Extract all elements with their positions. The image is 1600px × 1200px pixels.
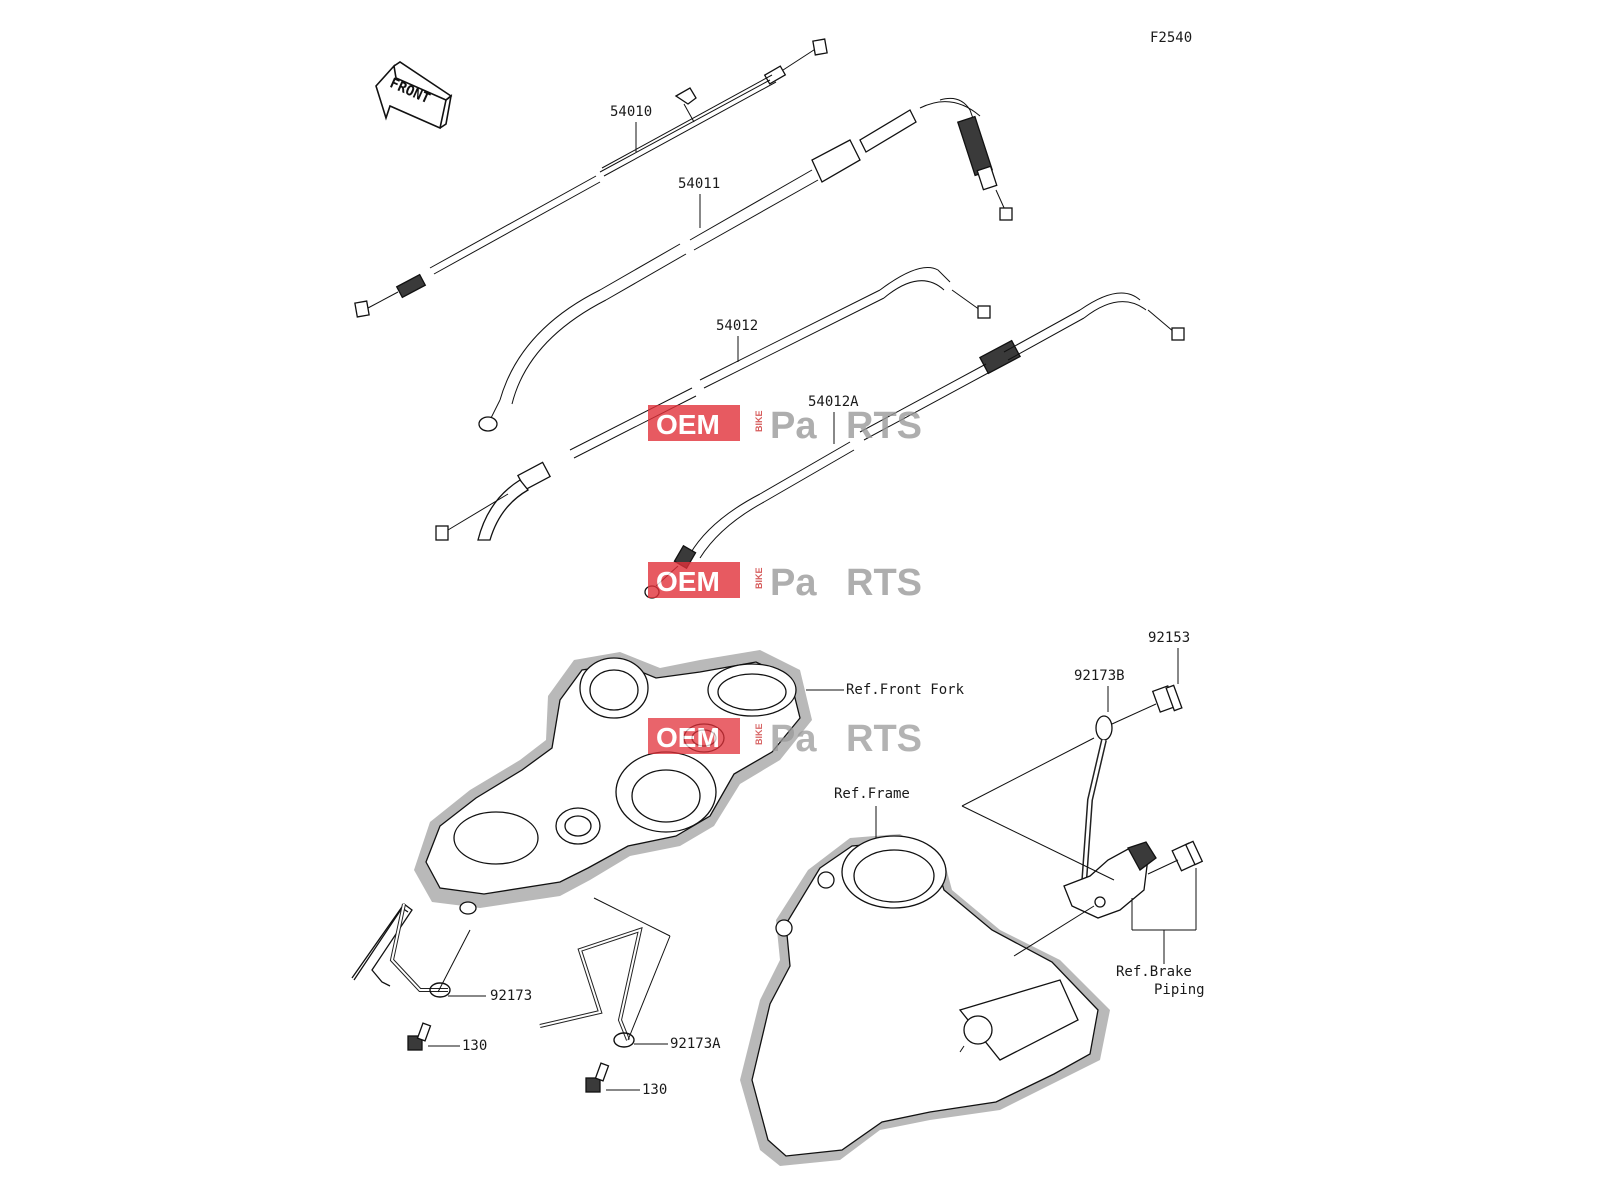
bolt-92153 bbox=[1151, 684, 1183, 713]
watermark-3: OEM BIKE Pa RTS bbox=[648, 718, 922, 760]
svg-text:BIKE: BIKE bbox=[754, 410, 764, 432]
ref-brake-piping-line1: Ref.Brake bbox=[1116, 964, 1192, 980]
part-label-54012: 54012 bbox=[716, 318, 758, 334]
svg-text:RTS: RTS bbox=[846, 562, 922, 604]
bolt-130-left bbox=[407, 1022, 432, 1051]
svg-text:RTS: RTS bbox=[846, 718, 922, 760]
part-label-130-left: 130 bbox=[462, 1038, 487, 1054]
svg-text:Pa: Pa bbox=[770, 562, 817, 604]
ref-frame: Ref.Frame bbox=[834, 786, 910, 802]
svg-text:BIKE: BIKE bbox=[754, 567, 764, 589]
cable-54011 bbox=[478, 97, 1013, 432]
part-label-92153: 92153 bbox=[1148, 630, 1190, 646]
ref-brake-piping-line2: Piping bbox=[1154, 982, 1205, 998]
watermark-1: OEM BIKE Pa RTS bbox=[648, 405, 922, 447]
part-label-92173A: 92173A bbox=[670, 1036, 721, 1052]
part-label-54010: 54010 bbox=[610, 104, 652, 120]
wire-clamp-92173 bbox=[351, 903, 451, 998]
diagram-code: F2540 bbox=[1150, 30, 1192, 46]
ref-front-fork: Ref.Front Fork bbox=[846, 682, 965, 698]
triple-clamp bbox=[414, 650, 844, 915]
svg-text:RTS: RTS bbox=[846, 405, 922, 447]
part-label-54011: 54011 bbox=[678, 176, 720, 192]
watermark-2: OEM BIKE Pa RTS bbox=[648, 562, 922, 604]
clamp-92173B bbox=[1081, 715, 1113, 885]
svg-text:Pa: Pa bbox=[770, 718, 817, 760]
part-label-54012A: 54012A bbox=[808, 394, 859, 410]
front-arrow-icon: FRONT bbox=[375, 61, 453, 130]
frame-headstock bbox=[740, 834, 1110, 1166]
wire-clamp-92173A bbox=[539, 926, 643, 1048]
part-label-92173: 92173 bbox=[490, 988, 532, 1004]
bolt-130-right bbox=[585, 1062, 610, 1093]
cable-54012 bbox=[435, 267, 991, 541]
brake-pipe-bracket bbox=[1063, 840, 1204, 919]
svg-text:OEM: OEM bbox=[656, 722, 720, 753]
part-label-92173B: 92173B bbox=[1074, 668, 1125, 684]
cable-54010 bbox=[354, 38, 828, 318]
svg-text:Pa: Pa bbox=[770, 405, 817, 447]
svg-text:BIKE: BIKE bbox=[754, 723, 764, 745]
svg-text:OEM: OEM bbox=[656, 409, 720, 440]
part-label-130-right: 130 bbox=[642, 1082, 667, 1098]
svg-text:OEM: OEM bbox=[656, 566, 720, 597]
